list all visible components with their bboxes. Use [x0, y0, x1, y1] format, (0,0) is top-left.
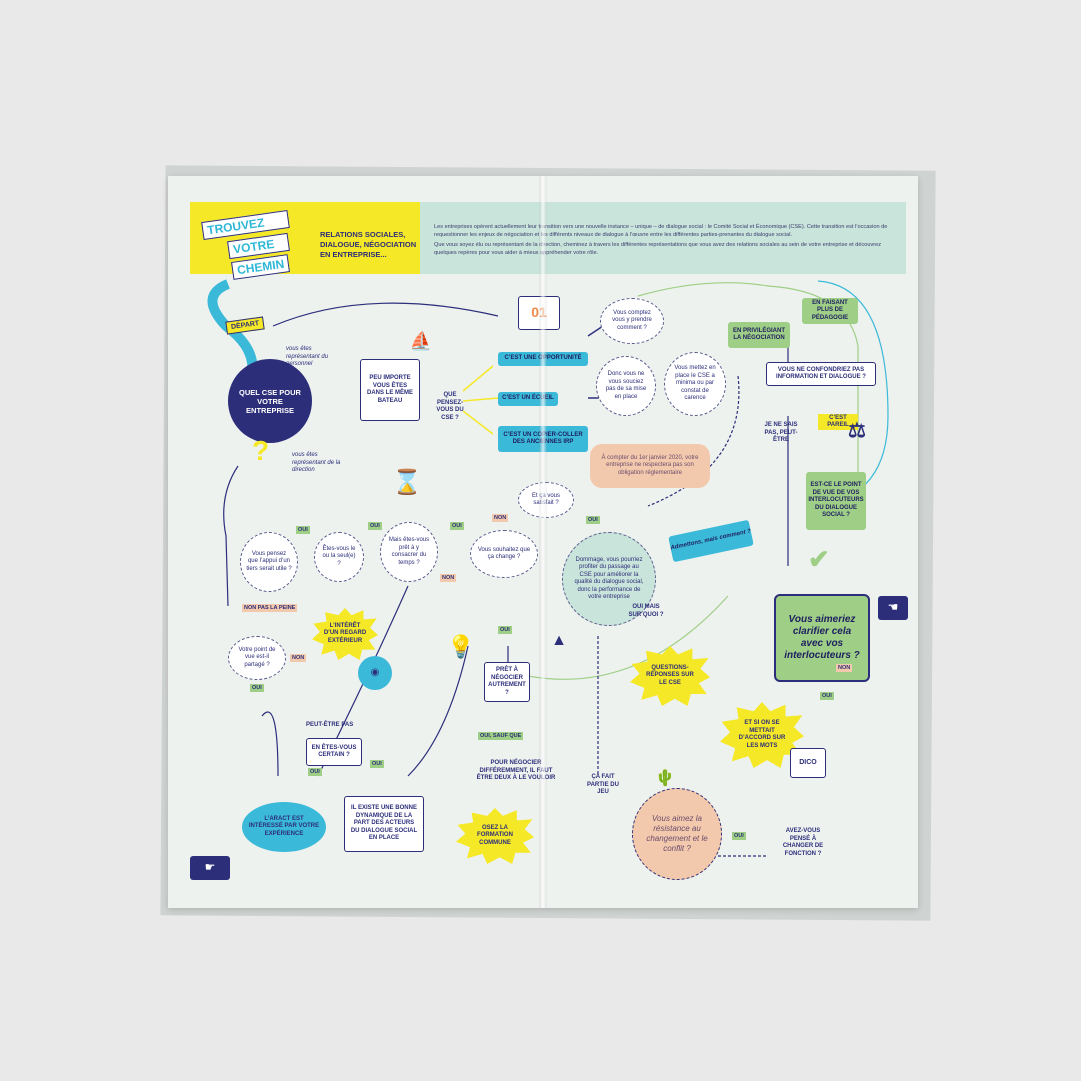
pedagogie: EN FAISANT PLUS DE PÉDAGOGIE	[802, 298, 858, 324]
question-mark-icon: ?	[252, 435, 270, 466]
point-vue: EST-CE LE POINT DE VUE DE VOS INTERLOCUT…	[806, 472, 866, 530]
path-left	[223, 465, 239, 607]
oui-tag: OUI	[250, 684, 264, 692]
subtitle-line-2: DIALOGUE, NÉGOCIATION	[320, 240, 417, 249]
janvier-notice: À compter du 1er janvier 2020, votre ent…	[590, 444, 710, 488]
subtitle-line-1: RELATIONS SOCIALES,	[320, 230, 406, 239]
peut-etre-pas: PEUT-ÊTRE PAS	[306, 722, 354, 728]
center-fold	[539, 176, 547, 908]
intro-paragraph-1: Les entreprises opèrent actuellement leu…	[434, 224, 888, 238]
oui-tag: OUI	[586, 516, 600, 524]
hourglass-icon: ⌛	[392, 469, 422, 497]
confondriez: VOUS NE CONFONDRIEZ PAS INFORMATION ET D…	[766, 362, 876, 386]
ne-sais: JE NE SAIS PAS, PEUT-ÊTRE	[764, 422, 798, 443]
oui-tag: OUI	[498, 626, 512, 634]
deux: POUR NÉGOCIER DIFFÉREMMENT, IL FAUT ÊTRE…	[476, 760, 556, 781]
path-top	[272, 302, 499, 327]
rep-personnel: vous êtes représentant du personnel	[286, 346, 329, 367]
oui-mais: OUI MAIS SUR QUOI ?	[628, 604, 664, 618]
fonction: AVEZ-VOUS PENSÉ À CHANGER DE FONCTION ?	[782, 828, 824, 857]
temps: Mais êtes-vous prêt à y consacrer du tem…	[380, 522, 438, 582]
meme-bateau: PEU IMPORTE VOUS ÊTES DANS LE MÊME BATEA…	[360, 359, 420, 421]
header-yellow-panel	[190, 202, 420, 274]
oui-tag: OUI	[450, 522, 464, 530]
mountain-icon: ▲	[551, 632, 567, 650]
pret-negocier: PRÊT À NÉGOCIER AUTREMENT ?	[484, 662, 530, 702]
pointing-hand-icon: ☛	[190, 856, 230, 880]
subtitle: RELATIONS SOCIALES, DIALOGUE, NÉGOCIATIO…	[320, 230, 416, 260]
scales-icon: ⚖	[848, 420, 866, 442]
oui-tag: OUI	[732, 832, 746, 840]
non-pas-peine: NON PAS LA PEINE	[242, 604, 298, 612]
intro-text: Les entreprises opèrent actuellement leu…	[434, 224, 894, 260]
lightbulb-icon: 💡	[447, 634, 475, 660]
comment-prendre: Vous comptez vous y prendre comment ?	[600, 298, 664, 344]
negociation: EN PRIVILÉGIANT LA NÉGOCIATION	[728, 322, 790, 348]
non-tag: NON	[836, 664, 853, 672]
pas-souciez: Donc vous ne vous souciez pas de sa mise…	[596, 356, 656, 416]
one-eyed-monster-icon: ◉	[358, 656, 392, 690]
oui-tag: OUI	[820, 692, 834, 700]
pointing-hand-icon: ☚	[878, 596, 908, 620]
tiers: Vous pensez que l’appui d’un tiers serai…	[240, 532, 298, 592]
fait-partie: ÇA FAIT PARTIE DU JEU	[587, 774, 619, 795]
poster-sheet: Les entreprises opèrent actuellement leu…	[168, 176, 918, 908]
paper-boat-icon: ⛵	[409, 331, 433, 352]
non-tag: NON	[440, 574, 457, 582]
checkmark-icon: ✔	[808, 544, 830, 574]
partage: Votre point de vue est-il partagé ?	[228, 636, 286, 680]
minima: Vous mettez en place le CSE a minima ou …	[664, 352, 726, 416]
que-pensez: QUE PENSEZ-VOUS DU CSE ?	[436, 392, 464, 421]
dommage: Dommage, vous pourriez profiter du passa…	[562, 532, 656, 626]
aract: L’ARACT EST INTÉRESSÉ PAR VOTRE EXPÉRIEN…	[242, 802, 326, 852]
oui-tag: OUI	[368, 522, 382, 530]
change: Vous souhaitez que ça change ?	[470, 530, 538, 578]
resistance: Vous aimez la résistance au changement e…	[632, 788, 722, 880]
rep-direction: vous êtes représentant de la direction	[292, 452, 341, 473]
oui-sauf: OUI, SAUF QUE	[478, 732, 524, 740]
regard: L’INTÉRÊT D’UN REGARD EXTÉRIEUR	[312, 608, 378, 660]
start-question: QUEL CSE POUR VOTRE ENTREPRISE	[228, 359, 312, 443]
intro-paragraph-2: Que vous soyez élu ou représentant de la…	[434, 242, 882, 256]
oui-tag: OUI	[308, 768, 322, 776]
cactus-icon: 🌵	[655, 770, 675, 788]
oui-tag: OUI	[370, 760, 384, 768]
non-tag: NON	[492, 514, 509, 522]
certain: EN ÊTES-VOUS CERTAIN ?	[306, 738, 362, 766]
pareil: C’EST PAREIL	[818, 414, 858, 430]
subtitle-line-3: EN ENTREPRISE...	[320, 250, 387, 259]
dictionary-icon: DICO	[790, 748, 826, 778]
oui-tag: OUI	[296, 526, 310, 534]
clarifier: Vous aimeriez clarifier cela avec vos in…	[774, 594, 870, 682]
non-tag: NON	[290, 654, 307, 662]
header-intro-panel	[420, 202, 906, 274]
seul: Êtes-vous le ou la seul(e) ?	[314, 532, 364, 582]
dynamique: IL EXISTE UNE BONNE DYNAMIQUE DE LA PART…	[344, 796, 424, 852]
ecueil: C’EST UN ÉCUEIL	[498, 392, 558, 406]
